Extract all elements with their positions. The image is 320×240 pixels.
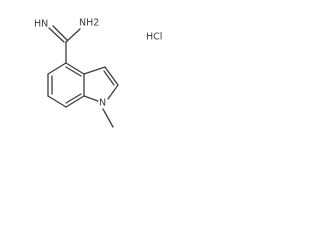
bond-n1-methyl [102, 108, 114, 128]
pyrrole-ring [83, 66, 119, 102]
hydrochloride-label: HCl [146, 32, 162, 43]
bond-c3a-c4 [65, 62, 85, 75]
bond-c6-c7 [47, 95, 67, 108]
amine-label: NH2 [79, 18, 99, 29]
benzene-ring [47, 62, 85, 108]
bond-n1-c7a [83, 95, 99, 102]
bond-c3a-c4-inner [65, 66, 82, 77]
bond-camidine-nh-double-a [48, 27, 65, 43]
bond-c3a-c3 [83, 66, 106, 75]
bond-c3-c2-inner [103, 70, 115, 86]
amidine-group [48, 25, 81, 64]
imine-label: HN [34, 19, 48, 30]
bond-c7-c7a-inner [65, 93, 82, 104]
bond-c2-n1 [107, 84, 119, 100]
chemical-structure-diagram: HN NH2 N HCl [34, 18, 162, 128]
bond-c7-c7a [65, 95, 85, 108]
ring-nitrogen-label: N [99, 98, 106, 109]
bond-c3-c2 [104, 66, 119, 86]
bond-camidine-nh2 [65, 28, 81, 43]
bond-camidine-nh-double-b [52, 25, 68, 41]
bond-c4-c5 [47, 62, 67, 75]
